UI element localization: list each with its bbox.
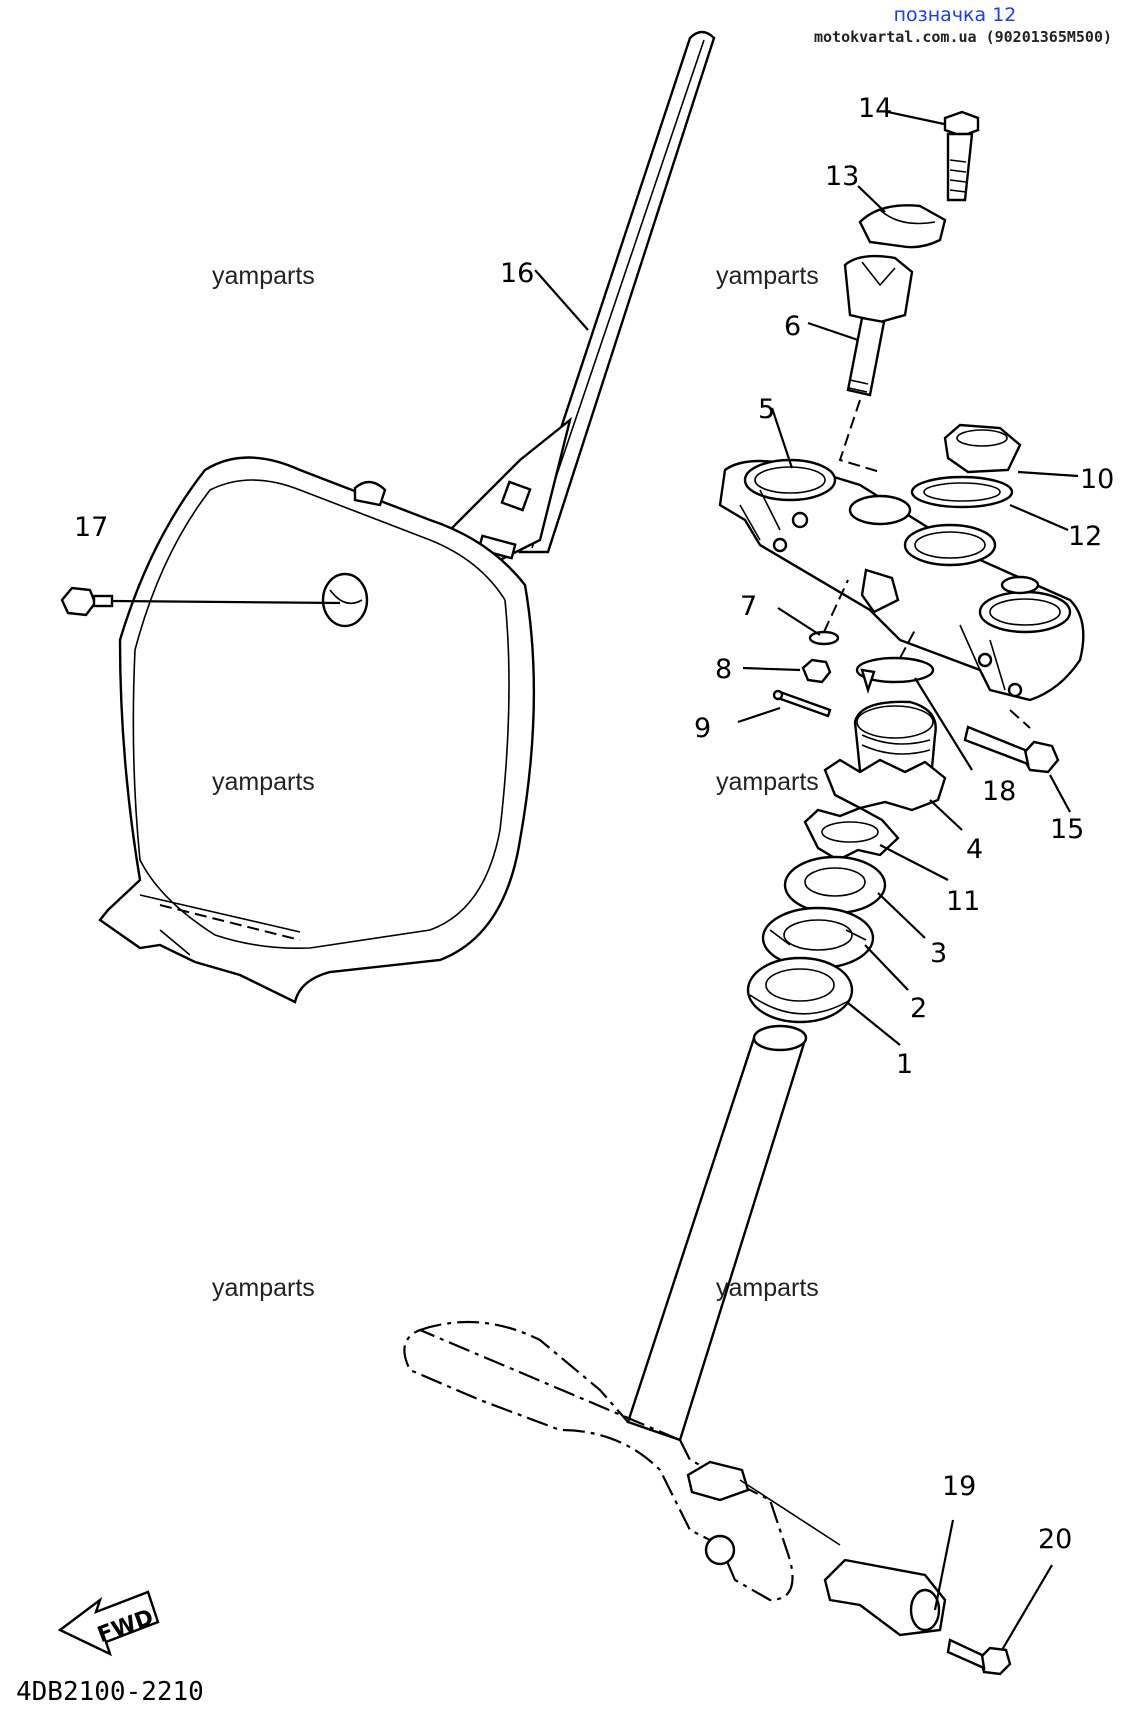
watermark-text: yamparts: [212, 262, 315, 290]
bolt-20-part: [946, 1638, 1012, 1676]
callout-10: 10: [1080, 464, 1114, 495]
bolt-17-part: [60, 586, 341, 617]
bearing-3-part: [783, 855, 887, 915]
cable-guide-19-part: [823, 1558, 947, 1637]
fwd-arrow-icon: FWD: [57, 1590, 160, 1657]
callout-5: 5: [758, 394, 775, 425]
callout-15: 15: [1050, 814, 1084, 845]
callout-1: 1: [896, 1049, 913, 1080]
nut-10-part: [943, 423, 1022, 474]
callout-6: 6: [784, 311, 801, 342]
steering-stem-part: [626, 1024, 808, 1442]
bolt-15-part: [963, 709, 1060, 774]
watermark-text: yamparts: [716, 768, 819, 796]
callout-11: 11: [946, 886, 980, 917]
guide-18-part: [855, 629, 935, 694]
callout-8: 8: [715, 654, 732, 685]
leader-lines: [534, 110, 1079, 1651]
callout-labels: 14 13 16 6 5 10 12 17 7 8 9 18 15 4 11 3…: [74, 93, 1114, 1555]
callout-17: 17: [74, 512, 108, 543]
washer-11-part: [803, 806, 900, 862]
header-site-text: motokvartal.com.ua (90201365M500): [813, 28, 1112, 46]
callout-19: 19: [942, 1471, 976, 1502]
callout-20: 20: [1038, 1524, 1072, 1555]
callout-14: 14: [858, 93, 892, 124]
small-parts-7-8-9: [772, 579, 849, 718]
callout-18: 18: [982, 776, 1016, 807]
ring-nut-4-part: [823, 700, 947, 812]
watermark-text: yamparts: [212, 1274, 315, 1302]
lower-bracket-outline: [403, 1320, 841, 1602]
diagram-code: 4DB2100-2210: [16, 1677, 204, 1707]
callout-4: 4: [966, 834, 983, 865]
washer-12-part: [910, 475, 1014, 509]
watermark-text: yamparts: [716, 1274, 819, 1302]
handlebar-holder-parts: [838, 110, 980, 473]
callout-12: 12: [1068, 521, 1102, 552]
header-link[interactable]: позначка 12: [893, 4, 1017, 26]
watermark-text: yamparts: [212, 768, 315, 796]
callout-9: 9: [694, 713, 711, 744]
callout-7: 7: [740, 591, 757, 622]
callout-3: 3: [930, 938, 947, 969]
number-plate-part: [98, 30, 716, 1004]
callout-16: 16: [500, 258, 534, 289]
upper-triple-clamp-part: [718, 458, 1085, 702]
bearing-1-part: [746, 956, 854, 1024]
watermark-text: yamparts: [716, 262, 819, 290]
callout-13: 13: [825, 161, 859, 192]
callout-2: 2: [910, 993, 927, 1024]
watermarks: yamparts yamparts yamparts yamparts yamp…: [212, 262, 819, 1302]
